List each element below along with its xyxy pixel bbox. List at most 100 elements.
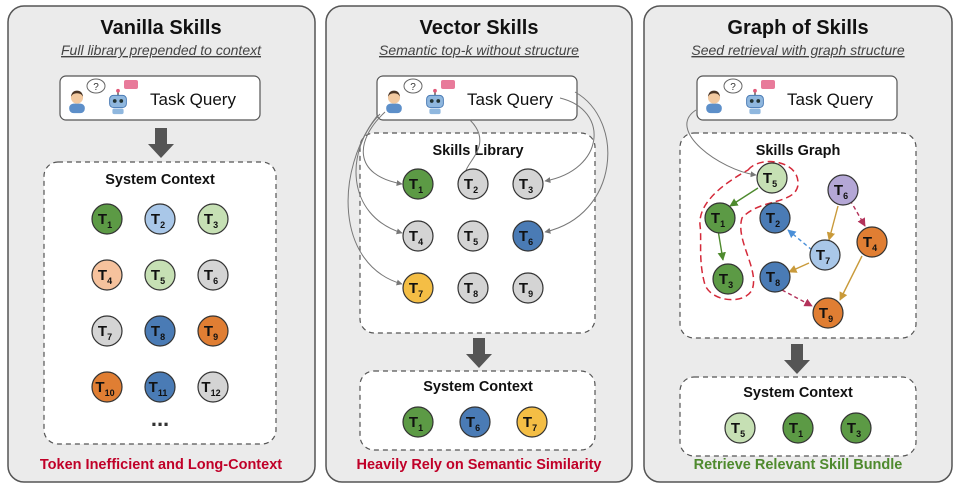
skill-node: T6: [197, 259, 229, 291]
skills-graph-title: Skills Graph: [756, 143, 841, 159]
skill-node: T8: [144, 315, 176, 347]
skill-node: T1: [782, 412, 814, 444]
skill-node-circle: [402, 406, 434, 438]
graph-edges: [686, 109, 866, 307]
skill-node: T11: [144, 371, 176, 403]
down-arrow-icon: [466, 338, 492, 368]
task-query-graph: ? Task Query: [696, 75, 898, 121]
panel-subtitle-graph: Seed retrieval with graph structure: [691, 42, 904, 58]
skill-node: T12: [197, 371, 229, 403]
skill-node: T4: [91, 259, 123, 291]
skill-node: T4: [856, 226, 888, 258]
task-query-vanilla: ? Task Query: [59, 75, 261, 121]
skill-node-circle: [457, 272, 489, 304]
skill-node-circle: [512, 272, 544, 304]
panel-subtitle-vector: Semantic top-k without structure: [379, 42, 579, 58]
skill-node: T7: [402, 272, 434, 304]
skill-node: T8: [759, 261, 791, 293]
skill-node-circle: [197, 259, 229, 291]
skill-node: T1: [704, 202, 736, 234]
skill-node: T3: [197, 203, 229, 235]
panel-title-vanilla: Vanilla Skills: [100, 17, 221, 39]
skill-node-circle: [91, 371, 123, 403]
skill-node-circle: [704, 202, 736, 234]
skill-node-circle: [812, 297, 844, 329]
skill-node-circle: [512, 168, 544, 200]
skill-node: T9: [512, 272, 544, 304]
chat-bubble-icon: [761, 80, 775, 89]
skill-node-circle: [197, 371, 229, 403]
skill-node: T9: [197, 315, 229, 347]
system-context-title: System Context: [423, 379, 533, 395]
skill-node-circle: [402, 220, 434, 252]
skill-node: T5: [756, 162, 788, 194]
footer-vanilla: Token Inefficient and Long-Context: [40, 457, 282, 473]
skill-node-circle: [856, 226, 888, 258]
skill-node: T3: [712, 263, 744, 295]
panel-title-vector: Vector Skills: [420, 17, 539, 39]
panel-subtitle-vanilla: Full library prepended to context: [61, 42, 262, 58]
skill-node: T2: [457, 168, 489, 200]
seed-bundle-outline: [699, 160, 799, 301]
skill-node: T1: [91, 203, 123, 235]
svg-text:?: ?: [730, 82, 736, 93]
skill-node: T2: [759, 202, 791, 234]
svg-text:?: ?: [410, 82, 416, 93]
task-query-label: Task Query: [150, 90, 236, 109]
skill-node-circle: [91, 203, 123, 235]
skill-node-circle: [144, 371, 176, 403]
skill-node-circle: [759, 261, 791, 293]
down-arrow-icon: [148, 128, 174, 158]
skill-node-circle: [782, 412, 814, 444]
skill-node: T5: [457, 220, 489, 252]
skill-node-circle: [512, 220, 544, 252]
skill-node-circle: [724, 412, 756, 444]
thought-bubble-icon: [723, 78, 743, 94]
task-query-label: Task Query: [467, 90, 553, 109]
task-query-vector: ? Task Query: [376, 75, 578, 121]
footer-vector: Heavily Rely on Semantic Similarity: [357, 457, 602, 473]
skill-node-circle: [459, 406, 491, 438]
skill-node-circle: [144, 259, 176, 291]
skill-node-circle: [457, 168, 489, 200]
skill-node-circle: [197, 315, 229, 347]
skill-node: T2: [144, 203, 176, 235]
skill-node: T1: [402, 406, 434, 438]
thought-bubble-icon: [403, 78, 423, 94]
skill-node: T8: [457, 272, 489, 304]
skill-node-circle: [197, 203, 229, 235]
thought-bubble-icon: [86, 78, 106, 94]
skill-node: T7: [91, 315, 123, 347]
skill-node: T6: [459, 406, 491, 438]
panel-title-graph: Graph of Skills: [727, 17, 868, 39]
skill-node-circle: [457, 220, 489, 252]
down-arrow-icon: [784, 344, 810, 374]
skill-node-circle: [756, 162, 788, 194]
system-context-title: System Context: [105, 172, 215, 188]
skill-node: T4: [402, 220, 434, 252]
skill-node: T9: [812, 297, 844, 329]
chat-bubble-icon: [441, 80, 455, 89]
system-context-title: System Context: [743, 385, 853, 401]
skill-node-circle: [809, 239, 841, 271]
ellipsis: ...: [151, 406, 169, 431]
footer-graph: Retrieve Relevant Skill Bundle: [694, 457, 903, 473]
down-arrows: [148, 128, 810, 374]
skill-node-circle: [144, 315, 176, 347]
skill-node: T10: [91, 371, 123, 403]
skill-node: T5: [144, 259, 176, 291]
skill-node: T3: [840, 412, 872, 444]
skill-node-circle: [712, 263, 744, 295]
vector-context-nodes: T1 T6 T7: [402, 406, 548, 438]
skill-node: T7: [516, 406, 548, 438]
skill-node-circle: [402, 272, 434, 304]
skill-node-circle: [91, 315, 123, 347]
skill-node-circle: [91, 259, 123, 291]
graph-context-nodes: T5 T1 T3: [724, 412, 872, 444]
skill-node: T6: [512, 220, 544, 252]
skill-node: T1: [402, 168, 434, 200]
skill-node: T5: [724, 412, 756, 444]
task-query-label: Task Query: [787, 90, 873, 109]
